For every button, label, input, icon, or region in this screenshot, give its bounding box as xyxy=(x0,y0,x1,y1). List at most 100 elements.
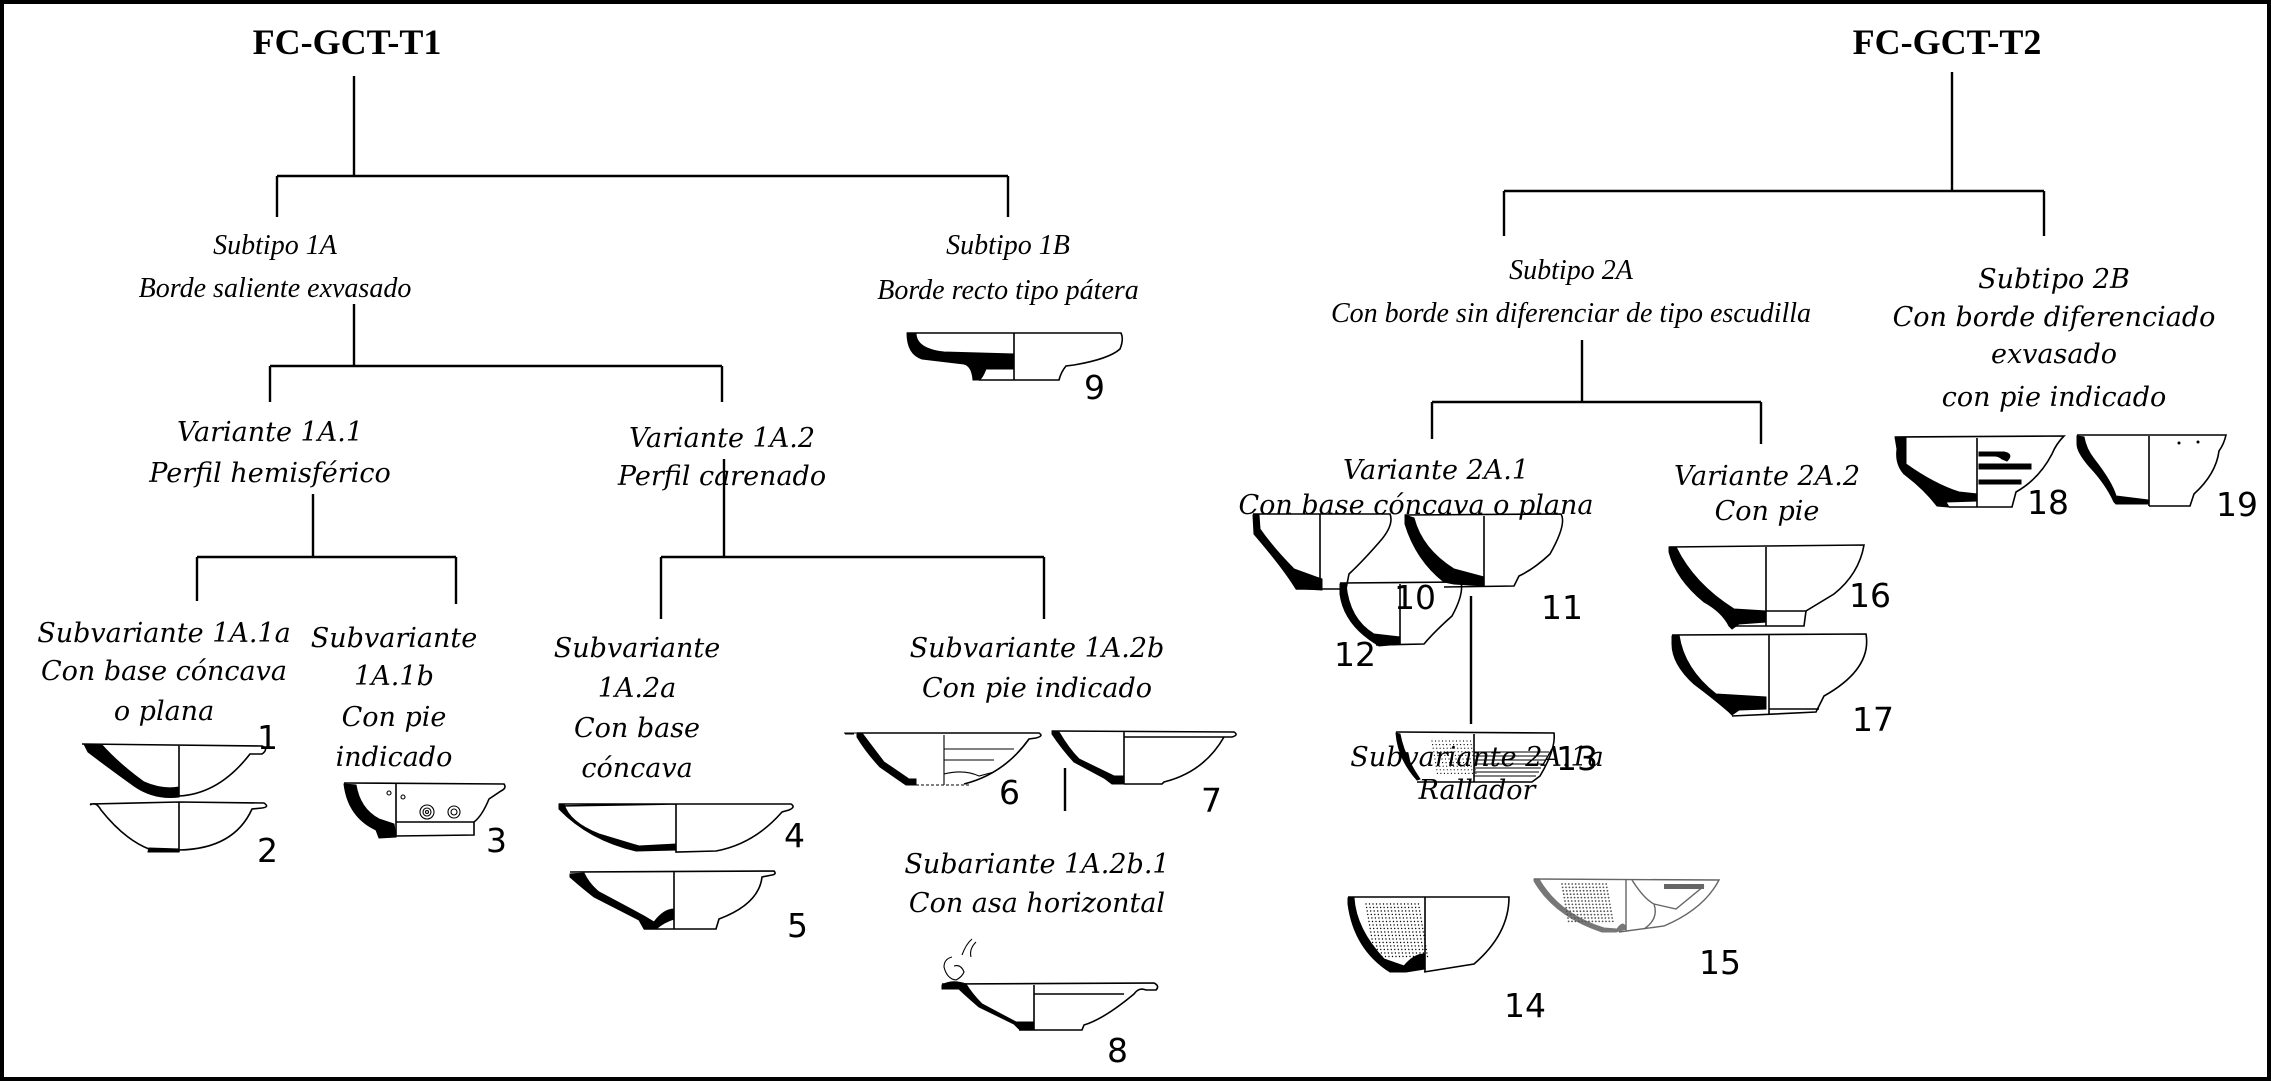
grater-dot xyxy=(1378,941,1381,944)
grater-dot xyxy=(1373,910,1375,912)
grater-dot xyxy=(1600,896,1603,899)
vessel-drawing-17 xyxy=(1671,633,1868,717)
grater-dot xyxy=(1436,747,1438,749)
grater-dot xyxy=(1417,903,1420,905)
grater-dot xyxy=(1415,931,1418,933)
grater-dot xyxy=(1394,910,1396,912)
grater-dot xyxy=(1467,765,1469,767)
subvariant-1a1b-desc-line1: Con pie xyxy=(342,702,447,733)
grater-dot xyxy=(1410,941,1412,944)
grater-dot xyxy=(1405,931,1407,933)
grater-dot xyxy=(1602,906,1605,909)
grater-dot xyxy=(1598,883,1601,885)
grater-dot xyxy=(1585,886,1588,889)
grater-dot xyxy=(1453,765,1455,767)
grater-dot xyxy=(1401,927,1403,930)
grater-dot xyxy=(1413,941,1416,944)
grater-dot xyxy=(1586,910,1589,913)
grater-dot xyxy=(1570,900,1573,902)
vessel-number-9: 9 xyxy=(1084,368,1105,407)
grater-dot xyxy=(1432,747,1434,749)
grater-dot xyxy=(1381,934,1383,937)
grater-dot xyxy=(1405,910,1407,912)
grater-dot xyxy=(1591,920,1594,923)
grater-dot xyxy=(1374,934,1376,937)
grater-dot xyxy=(1412,913,1415,916)
grater-dot xyxy=(1384,913,1387,916)
grater-dot xyxy=(1585,906,1588,909)
grater-dot xyxy=(1392,941,1395,944)
grater-dot xyxy=(1404,948,1407,951)
grater-dot xyxy=(1570,896,1573,899)
grater-dot xyxy=(1600,913,1603,916)
grater-dot xyxy=(1389,903,1392,905)
grater-dot xyxy=(1456,762,1458,764)
grater-dot xyxy=(1600,893,1603,896)
grater-dot xyxy=(1581,920,1584,923)
grater-dot xyxy=(1383,906,1385,909)
vessel-number-7: 7 xyxy=(1201,781,1222,820)
grater-dot xyxy=(1380,910,1382,912)
grater-dot xyxy=(1407,924,1409,926)
grater-dot xyxy=(1402,938,1405,940)
grater-dot xyxy=(1375,941,1377,944)
grater-dot xyxy=(1405,913,1408,916)
grater-dot xyxy=(1368,903,1371,905)
grater-dot xyxy=(1580,917,1583,919)
subvariant-1a2b-label-block: Subvariante 1A.2b Con pie indicado xyxy=(910,633,1165,704)
grater-dot xyxy=(1387,927,1389,930)
grater-dot xyxy=(1447,772,1449,775)
grater-dot xyxy=(1395,913,1397,916)
grater-dot xyxy=(1598,900,1600,902)
grater-dot xyxy=(1398,913,1401,916)
grater-dot xyxy=(1418,927,1420,930)
grater-dot xyxy=(1381,917,1384,919)
grater-dot xyxy=(1380,927,1382,930)
grater-dot xyxy=(1599,906,1602,909)
grater-dot xyxy=(1434,758,1436,760)
grater-dot xyxy=(1461,772,1463,775)
grater-dot xyxy=(1588,886,1591,889)
grater-dot xyxy=(1598,920,1601,923)
grater-dot xyxy=(1460,747,1462,749)
grater-dot xyxy=(1467,747,1469,749)
grater-dot xyxy=(1597,896,1600,899)
subtype-2a-desc: Con borde sin diferenciar de tipo escudi… xyxy=(1331,298,1811,329)
vessel-drawing-2 xyxy=(89,801,268,853)
grater-dot xyxy=(1446,744,1448,746)
grater-dot xyxy=(1467,769,1469,771)
grater-dot xyxy=(1407,906,1410,909)
grater-dot xyxy=(1410,903,1413,905)
grater-dot xyxy=(1395,917,1398,919)
grater-dot xyxy=(1414,924,1416,926)
grater-dot xyxy=(1422,931,1425,933)
grater-dot xyxy=(1464,747,1466,749)
grater-dot xyxy=(1410,924,1413,926)
grater-dot xyxy=(1570,917,1573,919)
subtype-1a-label: Subtipo 1A xyxy=(213,230,338,261)
grater-dot xyxy=(1611,920,1614,923)
grater-dot xyxy=(1415,952,1418,954)
grater-dot xyxy=(1413,938,1415,940)
grater-dot xyxy=(1571,886,1574,889)
grater-dot xyxy=(1571,920,1573,923)
grater-dot xyxy=(1579,889,1582,892)
grater-dot xyxy=(1416,955,1418,958)
grater-dot xyxy=(1373,931,1376,933)
grater-dot xyxy=(1408,910,1410,912)
grater-dot xyxy=(1457,747,1459,749)
grater-dot xyxy=(1396,924,1399,926)
grater-dot xyxy=(1457,769,1459,771)
grater-dot xyxy=(1370,934,1373,937)
grater-dot xyxy=(1399,920,1402,923)
grater-dot xyxy=(1587,917,1590,919)
vessel-number-18: 18 xyxy=(2027,483,2069,522)
grater-dot xyxy=(1409,934,1411,937)
grater-dot xyxy=(1416,917,1419,919)
grater-dot xyxy=(1455,758,1457,760)
grater-dot xyxy=(1582,910,1585,913)
grater-dot xyxy=(1396,920,1398,923)
grater-dot xyxy=(1418,948,1421,951)
grater-dot xyxy=(1404,927,1406,930)
grater-dot xyxy=(1419,955,1422,958)
